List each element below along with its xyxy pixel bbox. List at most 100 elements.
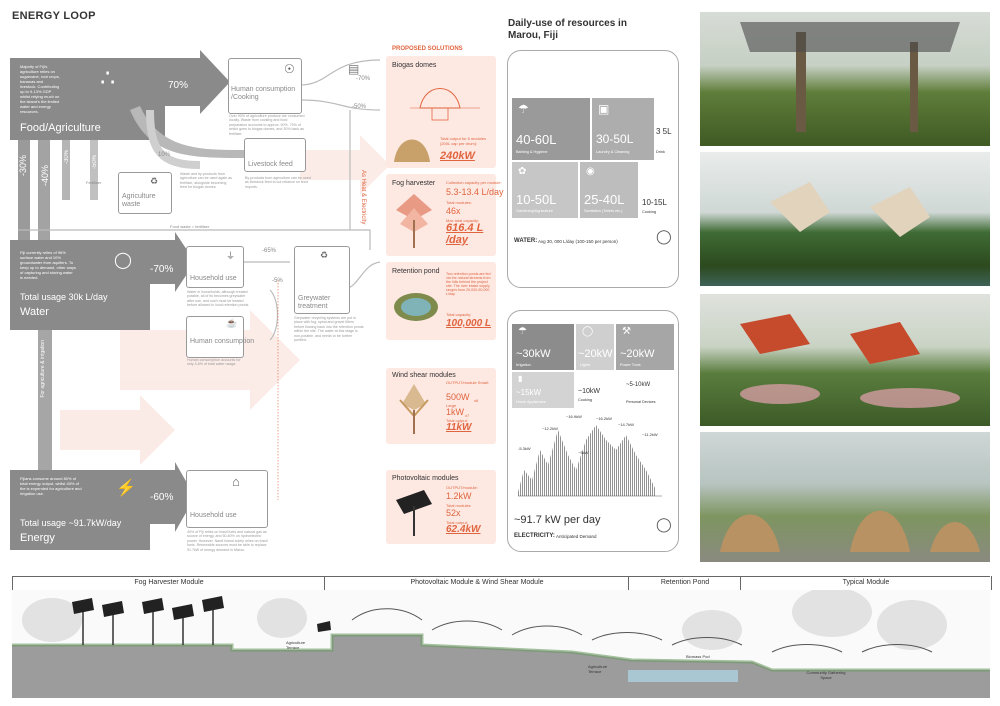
elec-tile-1: ☂ ~30kW Irrigation <box>512 324 574 370</box>
water-tile-4-value: 10-50L <box>516 192 557 207</box>
elec-tile-4-value: ~15kW <box>516 388 542 397</box>
node-human-consumption-cooking <box>228 58 302 114</box>
food-pct-v3: 10% <box>158 152 171 158</box>
pct-50b: -50% <box>352 104 367 110</box>
pv-info2: Total modules <box>446 503 471 508</box>
washer-icon: ▣ <box>598 102 610 116</box>
food-pct-v5: -50% <box>92 155 98 170</box>
house-icon: ⌂ <box>232 474 240 489</box>
elec-tile-5-label: Cooking <box>578 398 592 402</box>
food-pct-v2: -40% <box>40 165 50 187</box>
pv-v1: 1.2kW <box>446 491 472 501</box>
pond-info1: Two retention ponds are fed via the natu… <box>446 272 491 296</box>
elec-tile-6-label: Personal Devices <box>626 400 656 404</box>
fridge-icon: ▮ <box>518 374 523 383</box>
plant-icon: ✿ <box>518 166 527 177</box>
food-waste-label: Food waste = fertiliser <box>170 224 210 229</box>
drill-icon: ⚒ <box>622 326 631 337</box>
pond-info2: Total capacity: <box>446 312 472 317</box>
daily-title: Daily-use of resources in Marou, Fiji <box>508 18 627 41</box>
water-tile-3-value: 3 5L <box>656 127 672 136</box>
peak-2: ~12.2kW <box>542 426 558 431</box>
pct-5: -5% <box>272 278 283 284</box>
node-household-use <box>186 246 244 288</box>
node-livestock-feed <box>244 138 306 172</box>
human-consumption-cooking-label: Human consumption /Cooking <box>231 86 296 102</box>
food-pct-v4: 20% <box>205 145 218 151</box>
wind-info2: Large <box>446 403 457 408</box>
wheat-icon: ∴ <box>100 65 116 92</box>
section-label-2: Photovoltaic Module & Wind Shear Module <box>324 576 629 590</box>
annotation-4: Community Gathering Space <box>806 670 846 680</box>
energy-usage: Total usage ~91.7kW/day <box>20 518 122 528</box>
water-usage: Total usage 30k L/day <box>20 292 108 302</box>
fog-v1: 5.3-13.4 L/day <box>446 187 504 197</box>
livestock-feed-desc: By-products from agriculture can be used… <box>245 176 311 189</box>
pct-65: -65% <box>262 248 277 254</box>
water-tile-1-value: 40-60L <box>516 132 557 147</box>
human-consumption-label: Human consumption <box>190 338 255 345</box>
biogas-title: Biogas domes <box>392 62 437 69</box>
elec-tile-2: ◯ ~20kW Lights <box>576 324 614 370</box>
water-tile-5-label: Sanitation (Toilets etc.) <box>584 209 623 213</box>
elec-total: ~91.7 kW per day <box>514 514 601 526</box>
water-tile-1-label: Bathing & Hygiene <box>516 150 548 154</box>
render-image-2 <box>700 152 990 286</box>
render-image-1 <box>700 12 990 146</box>
fog-v2: 46x <box>446 206 461 216</box>
recycle-water-icon: ♻ <box>320 250 329 260</box>
water-drop-small-icon: ◯ <box>656 228 672 244</box>
water-tile-5: ◉ 25-40L Sanitation (Toilets etc.) <box>580 162 638 218</box>
node-agriculture-waste <box>118 172 172 214</box>
wind-info3: Total output: <box>446 418 468 423</box>
section-elevation <box>12 590 990 698</box>
food-name: Food/Agriculture <box>20 122 101 134</box>
fog-info2: Total modules: <box>446 200 472 205</box>
water-drop-icon: ◯ <box>114 252 132 269</box>
section-label-1: Fog Harvester Module <box>12 576 325 590</box>
peak-4: ~9kW <box>578 450 589 455</box>
human-consumption-cooking-desc: Over 90% of agriculture produce are cons… <box>229 114 305 136</box>
agriculture-waste-label: Agriculture waste <box>122 193 156 209</box>
water-caption: WATER: <box>514 238 538 244</box>
peak-5: ~16.2kW <box>596 416 612 421</box>
recycle-icon: ♻ <box>150 176 159 186</box>
water-tile-5-value: 25-40L <box>584 192 625 207</box>
biogas-info: Total output for 6 modules (200L cap per… <box>440 136 487 146</box>
wind-v3: 11kW <box>446 422 472 433</box>
flow-diagram <box>10 50 390 550</box>
annotation-3: Biomass Pod <box>686 654 710 659</box>
lightbulb-small-icon: ◯ <box>656 516 672 532</box>
human-consumption-desc: Human consumption accounts for only 4-6%… <box>187 358 241 367</box>
water-tile-2-label: Laundry & Cleaning <box>596 150 630 154</box>
elec-tile-1-value: ~30kW <box>516 348 551 360</box>
pv-v3: 62.4kW <box>446 524 481 535</box>
elec-tile-5: ~10kW Cooking <box>576 372 620 408</box>
node-greywater-treatment <box>294 246 350 314</box>
household-use-desc: Water in households, although treated po… <box>187 290 250 308</box>
greywater-label: Greywater treatment <box>298 295 331 311</box>
annotation-2: Agriculture Terrace <box>588 664 608 674</box>
wind-v2: 1kW <box>446 407 464 417</box>
food-pct-v6: -30% <box>64 150 70 165</box>
fog-card <box>386 174 496 256</box>
food-pct-v1: -30% <box>18 155 28 177</box>
food-pct-main: 70% <box>168 80 189 91</box>
elec-tile-1-label: Irrigation <box>516 363 531 367</box>
as-heat-label: As Heat & Electricity <box>360 170 366 225</box>
household-use-energy-desc: 40% of Fiji relies on fossil fuels and n… <box>187 530 268 552</box>
water-sub: Avg 30, 000 L/day (100-150 per person) <box>538 239 618 244</box>
section-label-4: Typical Module <box>740 576 992 590</box>
wind-title: Wind shear modules <box>392 372 456 379</box>
demand-curve <box>518 425 662 497</box>
elec-tile-4: ▮ ~15kW Home Appliances <box>512 372 574 408</box>
wind-v1: 500W <box>446 392 470 402</box>
water-tile-4-label: Gardening/Agriculture <box>516 209 553 213</box>
pond-title: Retention pond <box>392 268 440 275</box>
water-tile-6-label: Cooking <box>642 210 656 214</box>
bin-icon: ▤ <box>348 62 360 76</box>
water-tile-2: ▣ 30-50L Laundry & Cleaning <box>592 98 654 160</box>
fog-info1: Collection capacity per module: <box>446 180 502 185</box>
household-use-label: Household use <box>190 275 237 282</box>
pv-v2: 52x <box>446 508 461 518</box>
